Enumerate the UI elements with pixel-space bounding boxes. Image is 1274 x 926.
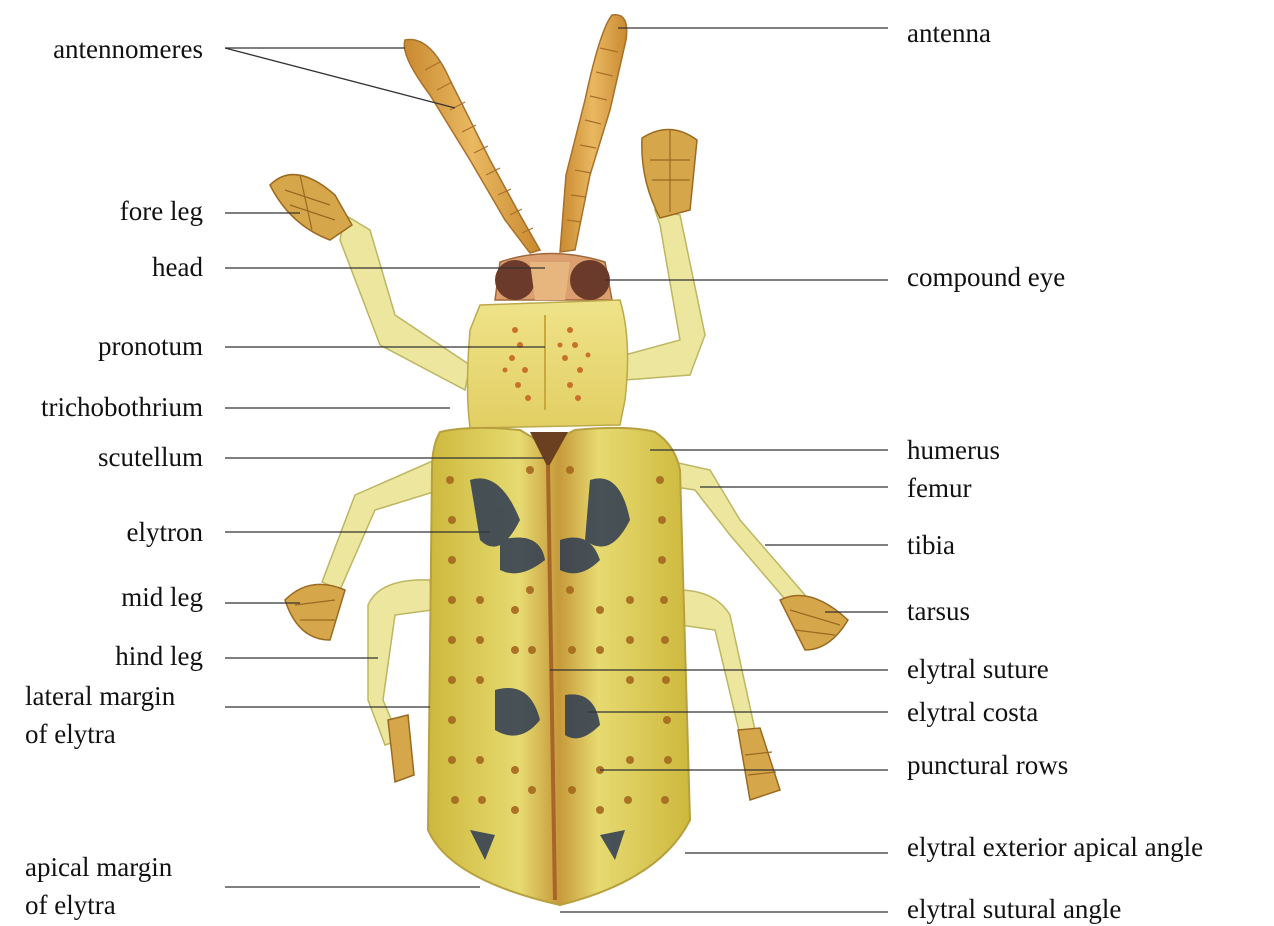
label-elytral-exterior-apical-angle: elytral exterior apical angle bbox=[907, 832, 1203, 862]
label-scutellum: scutellum bbox=[98, 442, 203, 472]
fore-leg-left bbox=[270, 175, 470, 390]
compound-eye-right bbox=[570, 260, 610, 300]
compound-eye-left bbox=[495, 260, 535, 300]
label-head: head bbox=[152, 252, 203, 282]
labels-right: antenna compound eye humerus femur tibia… bbox=[907, 18, 1203, 924]
label-humerus: humerus bbox=[907, 435, 1000, 465]
fore-leg-right bbox=[625, 129, 705, 380]
antenna-left bbox=[404, 40, 540, 254]
label-elytral-suture: elytral suture bbox=[907, 654, 1049, 684]
elytra bbox=[428, 428, 690, 905]
label-hind-leg: hind leg bbox=[115, 641, 203, 671]
label-elytron: elytron bbox=[127, 517, 204, 547]
label-lateral-margin-line1: lateral margin bbox=[25, 681, 176, 711]
hind-leg-left bbox=[368, 580, 432, 782]
label-fore-leg: fore leg bbox=[120, 196, 203, 226]
label-elytral-costa: elytral costa bbox=[907, 697, 1038, 727]
label-compound-eye: compound eye bbox=[907, 262, 1065, 292]
beetle-illustration bbox=[270, 15, 848, 905]
pronotum bbox=[468, 300, 628, 428]
hind-leg-right bbox=[678, 590, 780, 800]
mid-leg-left bbox=[285, 460, 440, 640]
label-lateral-margin-line2: of elytra bbox=[25, 719, 116, 749]
antenna-right bbox=[560, 15, 627, 252]
label-apical-margin-line1: apical margin bbox=[25, 852, 173, 882]
label-trichobothrium: trichobothrium bbox=[41, 392, 203, 422]
label-apical-margin-line2: of elytra bbox=[25, 890, 116, 920]
label-punctural-rows: punctural rows bbox=[907, 750, 1068, 780]
label-tibia: tibia bbox=[907, 530, 955, 560]
labels-left: antennomeres fore leg head pronotum tric… bbox=[25, 34, 203, 920]
label-pronotum: pronotum bbox=[98, 331, 203, 361]
label-femur: femur bbox=[907, 473, 971, 503]
label-mid-leg: mid leg bbox=[121, 582, 203, 612]
label-antenna: antenna bbox=[907, 18, 991, 48]
label-antennomeres: antennomeres bbox=[53, 34, 203, 64]
label-elytral-sutural-angle: elytral sutural angle bbox=[907, 894, 1121, 924]
head bbox=[495, 254, 612, 301]
label-tarsus: tarsus bbox=[907, 596, 970, 626]
